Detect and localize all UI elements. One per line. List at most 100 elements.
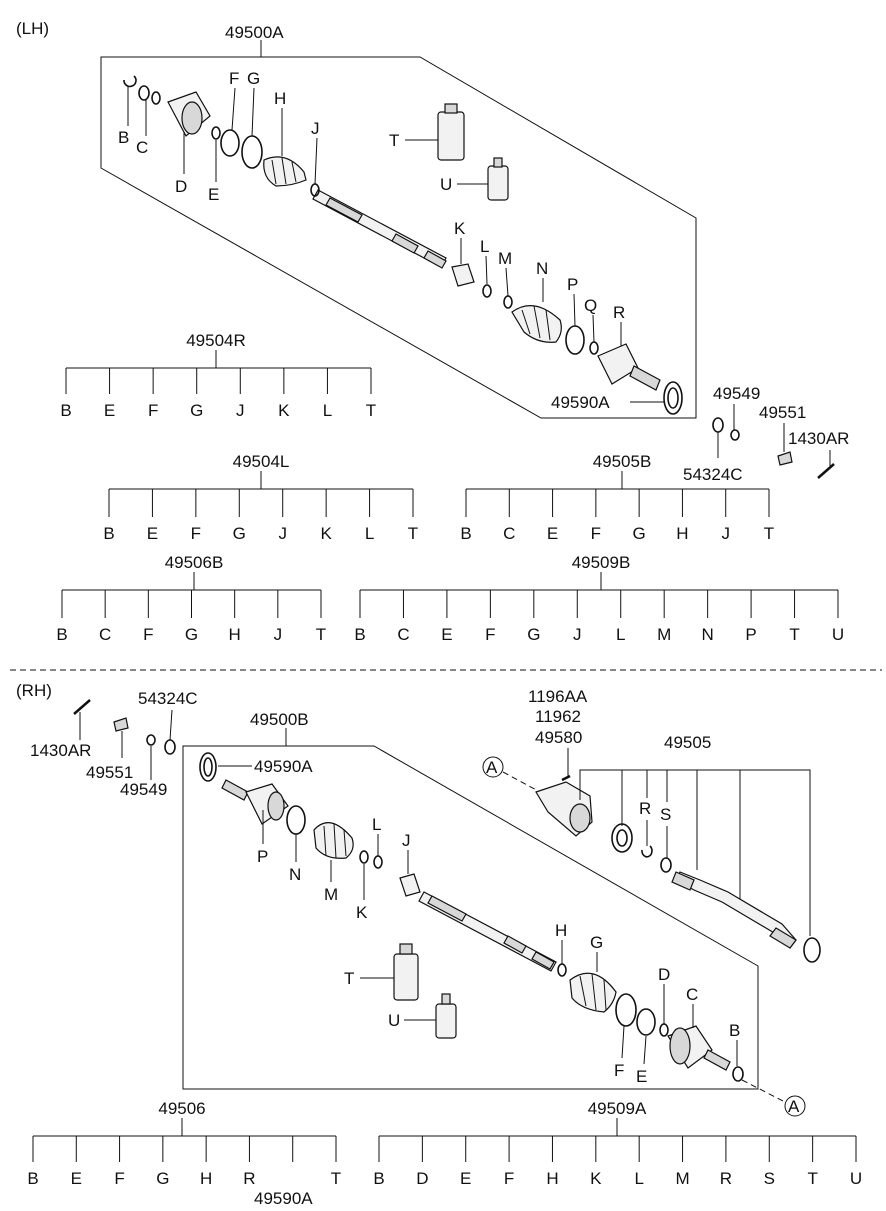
- tree-item: E: [547, 524, 558, 543]
- tree-item: N: [701, 625, 713, 644]
- tree-item: J: [274, 625, 283, 644]
- tree-item: T: [316, 625, 326, 644]
- lh-gear-label: 49590A: [551, 393, 610, 412]
- bracket-label: 1196AA: [528, 687, 588, 706]
- lh-clamp-l: [482, 284, 492, 298]
- hw-label: 49551: [759, 403, 806, 422]
- lh-callout: D: [175, 177, 187, 196]
- tree-item: H: [200, 1169, 212, 1188]
- tree-item: H: [229, 625, 241, 644]
- tree-item: T: [764, 524, 774, 543]
- tree-item: U: [850, 1169, 862, 1188]
- tree-title: 49504L: [233, 452, 290, 471]
- rh-clamp-l: [373, 855, 383, 869]
- tree-item: S: [764, 1169, 775, 1188]
- lh-callout: M: [498, 249, 512, 268]
- lh-grease-u: [487, 157, 509, 201]
- rh-callout: U: [388, 1011, 400, 1030]
- lh-ring-e: [211, 126, 221, 140]
- rh-bearing: [611, 823, 633, 853]
- tree-item: J: [573, 625, 582, 644]
- rh-assembly-box: [182, 745, 759, 1090]
- tree-item: T: [331, 1169, 341, 1188]
- tree-item: T: [789, 625, 799, 644]
- rh-callout: E: [636, 1067, 647, 1086]
- lh-damper-k: [451, 263, 475, 287]
- hw-label: 54324C: [138, 689, 198, 708]
- tree-item: K: [590, 1169, 602, 1188]
- rh-callout: D: [658, 965, 670, 984]
- tree-item: G: [190, 401, 203, 420]
- rh-clamp-h: [557, 963, 567, 977]
- hw-label: 49549: [120, 780, 167, 799]
- lh-clamp-f: [220, 129, 240, 157]
- tree-item: F: [591, 524, 601, 543]
- tree-item: T: [807, 1169, 817, 1188]
- tree-title: 49506B: [165, 553, 224, 572]
- ref-marker-a-top: A: [482, 756, 541, 793]
- tree-item: F: [143, 625, 153, 644]
- tree-item: B: [56, 625, 67, 644]
- tree-item: E: [104, 401, 115, 420]
- tree-item: T: [366, 401, 376, 420]
- lh-callout: L: [480, 237, 489, 256]
- bracket-label: 11962: [535, 707, 581, 726]
- tree-item: F: [485, 625, 495, 644]
- lh-clamp-g: [241, 135, 263, 169]
- lh-callout: J: [311, 119, 320, 138]
- rh-callout: K: [356, 903, 368, 922]
- lh-tone-wheel: [663, 381, 683, 415]
- lh-callout: F: [229, 69, 239, 88]
- svg-text:A: A: [486, 758, 498, 777]
- tree-item: F: [148, 401, 158, 420]
- rh-driveshaft: [418, 891, 557, 972]
- shaft-callout: R: [639, 799, 651, 818]
- tree-title: 49509A: [588, 1099, 647, 1118]
- rh-clamp-k: [359, 850, 369, 864]
- tree-item: K: [278, 401, 290, 420]
- lh-callout: H: [274, 89, 286, 108]
- tree-item: U: [832, 625, 844, 644]
- rh-hardware: 54324C 1430AR 49551 49549: [30, 689, 198, 799]
- tree-item: L: [323, 401, 332, 420]
- tree-item: G: [233, 524, 246, 543]
- lh-callout: N: [536, 259, 548, 278]
- tree-item: F: [191, 524, 201, 543]
- tree-item: K: [320, 524, 332, 543]
- tree-item: G: [185, 625, 198, 644]
- tree-item: D: [416, 1169, 428, 1188]
- lh-callout: B: [118, 128, 129, 147]
- hw-label: 1430AR: [788, 429, 849, 448]
- rh-callout: F: [614, 1061, 624, 1080]
- lh-callout: C: [136, 138, 148, 157]
- lh-section-label: (LH): [16, 19, 49, 38]
- rh-callout: G: [590, 933, 603, 952]
- tree-item: B: [460, 524, 471, 543]
- lh-callout: R: [613, 303, 625, 322]
- lh-hardware: 49549 49551 1430AR 54324C: [683, 384, 849, 484]
- lh-callout: G: [247, 69, 260, 88]
- rh-damper-j: [399, 873, 421, 897]
- rh-clamp-e: [636, 1008, 656, 1036]
- tree-item: L: [616, 625, 625, 644]
- lh-circlip-c2: [151, 91, 161, 105]
- tree-title: 49509B: [572, 553, 631, 572]
- rh-boot-m: [313, 822, 354, 859]
- rh-boot-g: [569, 972, 617, 1013]
- rh-outer-joint-p: [221, 779, 289, 825]
- lh-callout: P: [567, 275, 578, 294]
- rh-grease-u: [435, 993, 457, 1039]
- rh-snap-ring-b: [732, 1066, 744, 1082]
- tree-item: C: [99, 625, 111, 644]
- parts-tree-49506b: 49506B B C F G H J T: [56, 553, 326, 644]
- shaft-callout: S: [660, 805, 671, 824]
- rh-intermediate-shaft: [671, 871, 797, 949]
- tree-item: M: [675, 1169, 689, 1188]
- tree-item: F: [504, 1169, 514, 1188]
- ref-marker-a-bottom: A: [741, 1079, 806, 1117]
- lh-outer-joint-r: [597, 343, 661, 391]
- tree-item: B: [60, 401, 71, 420]
